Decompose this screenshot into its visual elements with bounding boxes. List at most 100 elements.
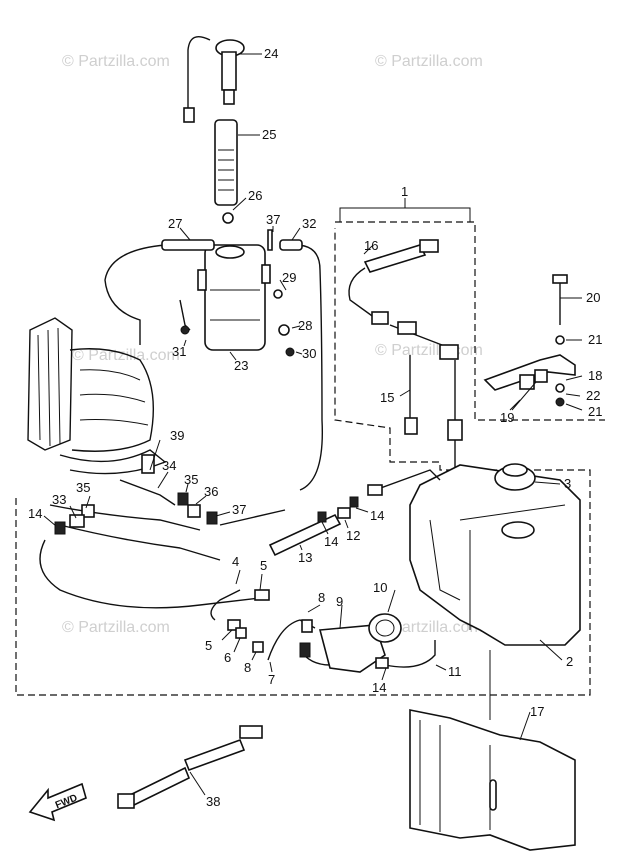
vapor-tank-bracket bbox=[197, 269, 207, 291]
vent-hoses bbox=[104, 229, 324, 491]
callout-16: 16 bbox=[364, 238, 378, 253]
main-return-hose bbox=[39, 539, 261, 609]
callout-5: 5 bbox=[260, 558, 267, 573]
callout-19: 19 bbox=[500, 410, 514, 425]
bracket-18 bbox=[483, 354, 576, 391]
fitting-33 bbox=[69, 514, 85, 528]
callout-18: 18 bbox=[588, 368, 602, 383]
coupler-15-top bbox=[371, 311, 389, 325]
callout-7: 7 bbox=[268, 672, 275, 687]
assembly-outlines bbox=[15, 198, 605, 696]
fuel-tank-body bbox=[409, 464, 581, 646]
callout-29: 29 bbox=[282, 270, 296, 285]
callout-3: 3 bbox=[564, 476, 571, 491]
hose-32 bbox=[284, 244, 324, 491]
watermark: © Partzilla.com bbox=[375, 619, 483, 636]
watermark: © Partzilla.com bbox=[375, 342, 483, 359]
fuel-connector-assembly bbox=[348, 239, 466, 495]
callout-5: 5 bbox=[205, 638, 212, 653]
callout-27: 27 bbox=[168, 216, 182, 231]
bolt-28 bbox=[278, 324, 290, 336]
hose-16-bend bbox=[348, 267, 376, 319]
vapor-tank-fitting bbox=[261, 264, 271, 284]
breather-hose bbox=[187, 36, 211, 110]
hose-13 bbox=[268, 513, 342, 557]
callout-13: 13 bbox=[298, 550, 312, 565]
callout-21: 21 bbox=[588, 332, 602, 347]
washer-22 bbox=[555, 383, 565, 393]
fitting-5 bbox=[227, 619, 241, 631]
fuel-line-assembly-outline bbox=[335, 221, 605, 421]
callout-37: 37 bbox=[232, 502, 246, 517]
clip-14-mid bbox=[317, 511, 327, 523]
watermark: © Partzilla.com bbox=[375, 53, 483, 70]
washer-21-top bbox=[555, 335, 565, 345]
primer-fitting bbox=[397, 321, 417, 335]
callout-21: 21 bbox=[588, 404, 602, 419]
vapor-tank bbox=[197, 244, 271, 351]
callout-9: 9 bbox=[336, 594, 343, 609]
callout-36: 36 bbox=[204, 484, 218, 499]
clip-35-left bbox=[81, 504, 95, 518]
hose-upper-right bbox=[374, 469, 441, 491]
primer-line-38 bbox=[117, 725, 263, 809]
hose-7 bbox=[267, 619, 316, 661]
hose-38-a bbox=[183, 738, 246, 772]
hose-27 bbox=[161, 239, 215, 251]
hose-after-37 bbox=[219, 509, 286, 526]
connector-15-left bbox=[404, 417, 418, 435]
breather-body bbox=[221, 51, 237, 91]
callout-28: 28 bbox=[298, 318, 312, 333]
spring-clip-37-top bbox=[267, 229, 273, 251]
lower-hoses bbox=[39, 469, 441, 661]
callout-4: 4 bbox=[232, 554, 239, 569]
callout-26: 26 bbox=[248, 188, 262, 203]
fuel-pump-assembly bbox=[299, 613, 436, 673]
pad-19-b bbox=[534, 369, 548, 383]
pad-19-a bbox=[519, 374, 535, 390]
callout-8: 8 bbox=[318, 590, 325, 605]
clip-14-pump bbox=[375, 657, 389, 669]
callout-25: 25 bbox=[262, 127, 276, 142]
fuel-tank-neck bbox=[501, 521, 535, 539]
watermark: © Partzilla.com bbox=[72, 347, 180, 364]
connector-38-top bbox=[239, 725, 263, 739]
clip-35 bbox=[177, 492, 189, 506]
hose-27-left bbox=[104, 244, 166, 345]
callout-37: 37 bbox=[266, 212, 280, 227]
hose-34 bbox=[119, 479, 176, 506]
fuel-cap-3-top bbox=[502, 463, 528, 477]
callout-15: 15 bbox=[380, 390, 394, 405]
watermark: © Partzilla.com bbox=[62, 53, 170, 70]
callout-33: 33 bbox=[52, 492, 66, 507]
callout-2: 2 bbox=[566, 654, 573, 669]
clamp-26 bbox=[222, 212, 234, 224]
callout-10: 10 bbox=[373, 580, 387, 595]
tank-hardware bbox=[179, 289, 295, 357]
primer-fitting-2 bbox=[439, 344, 459, 360]
callout-6: 6 bbox=[224, 650, 231, 665]
engine-outline bbox=[27, 317, 221, 561]
connector-38-bottom bbox=[117, 793, 135, 809]
hose-38-b bbox=[128, 766, 191, 807]
callout-23: 23 bbox=[234, 358, 248, 373]
connector-16 bbox=[419, 239, 439, 253]
hose-clip bbox=[183, 107, 195, 123]
clip-14-left bbox=[54, 521, 66, 535]
callout-1: 1 bbox=[401, 184, 408, 199]
callout-14: 14 bbox=[370, 508, 384, 523]
forward-arrow: FWD bbox=[28, 782, 87, 822]
callout-31: 31 bbox=[172, 344, 186, 359]
fitting-5-upper bbox=[254, 589, 270, 601]
fuel-tank bbox=[409, 463, 581, 646]
grommet-29 bbox=[273, 289, 283, 299]
callout-24: 24 bbox=[264, 46, 278, 61]
callout-38: 38 bbox=[206, 794, 220, 809]
leader-lines bbox=[43, 53, 583, 796]
nut-21 bbox=[555, 397, 565, 407]
connector-15-right bbox=[447, 419, 463, 441]
fuel-pump-9 bbox=[318, 624, 386, 673]
callout-34: 34 bbox=[162, 458, 176, 473]
callout-20: 20 bbox=[586, 290, 600, 305]
